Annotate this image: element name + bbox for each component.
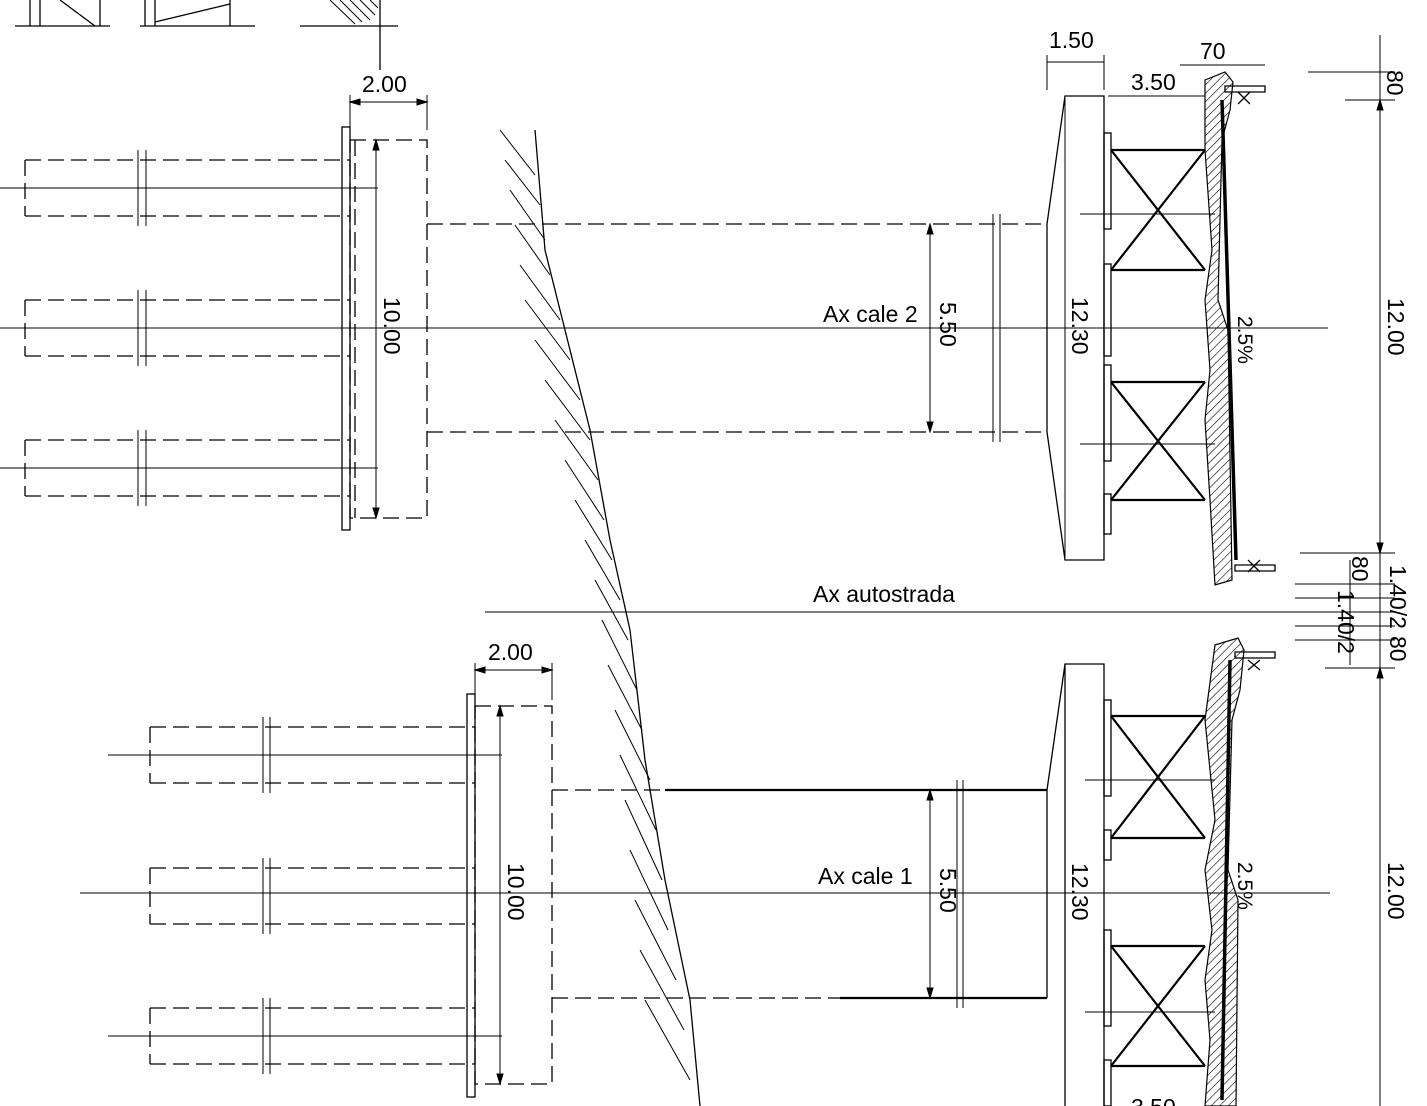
dim-top-slope: 2.5% bbox=[1233, 316, 1256, 364]
axis-highway-label: Ax autostrada bbox=[813, 581, 955, 607]
axis-lane1-label: Ax cale 1 bbox=[818, 863, 913, 889]
dim-top-70: 70 bbox=[1200, 38, 1226, 64]
axis-lane2-label: Ax cale 2 bbox=[823, 301, 918, 327]
top-edge-fragments bbox=[15, 0, 398, 70]
bottom-gap-lines bbox=[552, 780, 1047, 1008]
terrain-profile bbox=[499, 129, 701, 1106]
bottom-piles bbox=[108, 717, 502, 1074]
dim-median-80-left: 80 bbox=[1347, 556, 1373, 582]
dim-median-1-40-2-right: 1.40/2 bbox=[1385, 565, 1411, 629]
dim-bottom-2-00: 2.00 bbox=[488, 639, 533, 665]
dim-top-12-30: 12.30 bbox=[1067, 297, 1093, 355]
bottom-deck bbox=[1046, 637, 1276, 1106]
dim-top-1-50: 1.50 bbox=[1049, 27, 1094, 53]
axis-lines bbox=[0, 327, 1360, 894]
dim-bottom-5-50: 5.50 bbox=[935, 868, 961, 913]
right-dimensions bbox=[1295, 35, 1395, 1106]
dim-top-5-50: 5.50 bbox=[935, 302, 961, 347]
dim-median-1-40-2-left: 1.40/2 bbox=[1333, 590, 1359, 654]
dim-bottom-12-30: 12.30 bbox=[1067, 863, 1093, 921]
dim-bottom-slope: 2.5% bbox=[1233, 862, 1256, 910]
dim-bottom-10-00: 10.00 bbox=[503, 863, 529, 921]
dim-top-3-50: 3.50 bbox=[1131, 69, 1176, 95]
dim-bottom-12-00: 12.00 bbox=[1383, 862, 1409, 920]
dim-top-80: 80 bbox=[1382, 70, 1408, 96]
dim-top-2-00: 2.00 bbox=[362, 71, 407, 97]
dim-top-12-00: 12.00 bbox=[1383, 298, 1409, 356]
bottom-pile-cap bbox=[466, 663, 554, 1098]
drawing-text: Ax cale 2 Ax cale 1 Ax autostrada 2.00 1… bbox=[362, 27, 1411, 1106]
dim-bottom-3-50: 3.50 bbox=[1131, 1094, 1176, 1106]
top-piles bbox=[0, 150, 378, 506]
dim-median-80-right: 80 bbox=[1385, 636, 1411, 662]
dim-top-10-00: 10.00 bbox=[379, 297, 405, 355]
